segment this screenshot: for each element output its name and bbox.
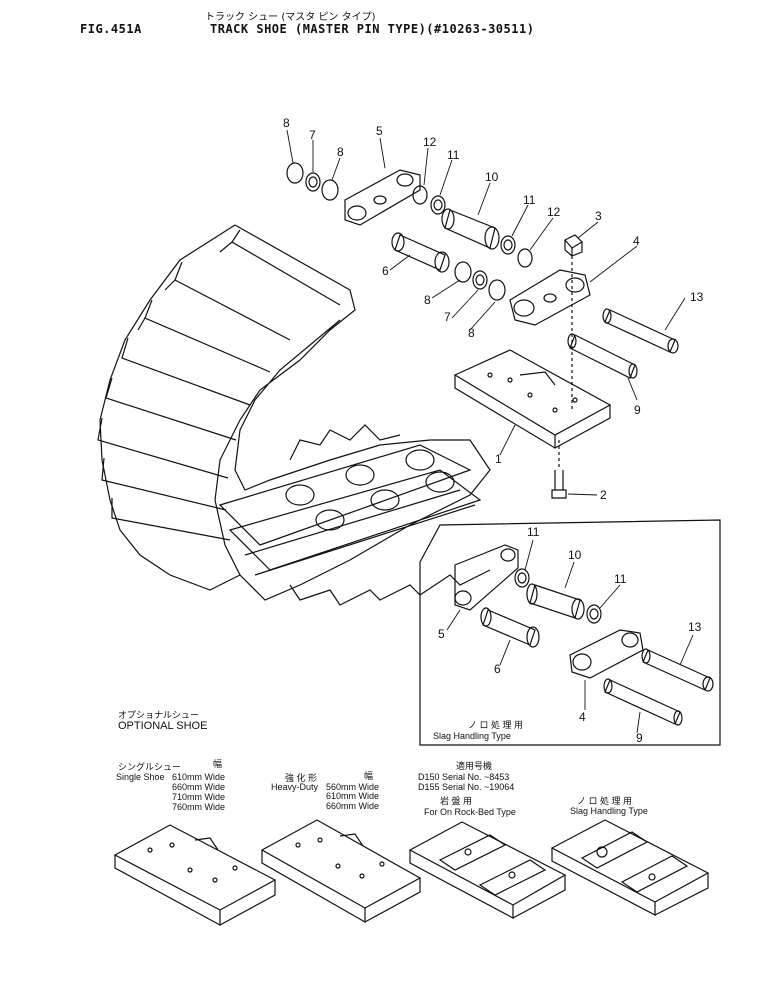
inset-callout-9: 9	[636, 731, 643, 745]
callout-5: 5	[376, 124, 383, 138]
callout-12b: 12	[547, 205, 561, 219]
single-shoe-kana: シングルシュー	[118, 762, 182, 772]
figure-number: FIG.451A	[80, 22, 142, 36]
rock-kana: 岩 盤 用	[440, 796, 473, 806]
title-kana: トラック シュー (マスタ ピン タイプ)	[205, 12, 376, 23]
optional-title: OPTIONAL SHOE	[118, 720, 208, 732]
optional-shoe-heavy	[260, 819, 422, 924]
inset-callout-11b: 11	[614, 572, 627, 586]
single-shoe-label: Single Shoe	[116, 772, 165, 782]
single-width-kana: 幅	[213, 759, 223, 769]
single-width-1: 610mm Wide	[172, 772, 226, 782]
single-width-4: 760mm Wide	[172, 802, 226, 812]
pin-part-9	[567, 333, 638, 379]
inset-callout-4: 4	[579, 710, 586, 724]
track-assembly-drawing	[97, 224, 491, 606]
optional-shoe-rock	[408, 821, 567, 920]
single-width-3: 710mm Wide	[172, 792, 226, 802]
heavy-width-1: 560mm Wide	[326, 782, 380, 792]
callout-3: 3	[595, 209, 602, 223]
callout-13: 13	[690, 290, 704, 304]
callout-8a: 8	[283, 116, 290, 130]
heavy-duty-label: Heavy-Duty	[271, 782, 319, 792]
link-part-4	[509, 269, 591, 326]
optional-shoe-single	[113, 824, 277, 927]
inset-callout-13: 13	[688, 620, 702, 634]
rock-serial-2: D155 Serial No. ~19064	[418, 782, 515, 792]
link-part-5	[344, 169, 421, 226]
optional-shoe-slag	[550, 819, 710, 916]
slag-label: Slag Handling Type	[570, 806, 648, 816]
page-title: TRACK SHOE (MASTER PIN TYPE)(#10263-3051…	[210, 22, 535, 36]
bushing-part-10	[441, 208, 500, 250]
inset-callout-5: 5	[438, 627, 445, 641]
callout-10: 10	[485, 170, 499, 184]
callout-8b: 8	[337, 145, 344, 159]
callout-7a: 7	[309, 128, 316, 142]
inset-leader-lines	[446, 539, 694, 734]
inset-caption: Slag Handling Type	[433, 731, 511, 741]
inset-caption-kana: ノ ロ 処 理 用	[468, 720, 524, 730]
inset-callout-11a: 11	[527, 525, 540, 539]
heavy-width-2: 610mm Wide	[326, 791, 380, 801]
bolt-part-2	[551, 440, 567, 499]
callout-8c: 8	[424, 293, 431, 307]
callout-9: 9	[634, 403, 641, 417]
slag-kana: ノ ロ 処 理 用	[577, 796, 633, 806]
leader-lines	[286, 129, 686, 496]
pin-part-13	[602, 308, 679, 354]
seal-rings	[286, 162, 533, 301]
callout-8d: 8	[468, 326, 475, 340]
callout-7b: 7	[444, 310, 451, 324]
inset-callout-6: 6	[494, 662, 501, 676]
inset-box	[419, 519, 721, 746]
shoe-part-1	[453, 349, 612, 450]
inset-callout-10: 10	[568, 548, 582, 562]
callout-12a: 12	[423, 135, 437, 149]
single-width-2: 660mm Wide	[172, 782, 226, 792]
optional-title-kana: オプショナルシュー	[118, 710, 200, 720]
rock-serial-kana: 適用号機	[456, 761, 493, 771]
heavy-duty-kana: 強 化 形	[285, 773, 318, 783]
nut-part-3	[564, 234, 583, 410]
rock-serial-1: D150 Serial No. ~8453	[418, 772, 510, 782]
callout-1: 1	[495, 452, 502, 466]
callout-2: 2	[600, 488, 607, 502]
inset-drawing	[454, 544, 714, 726]
callout-11b: 11	[523, 193, 536, 207]
callout-4: 4	[633, 234, 640, 248]
heavy-width-kana: 幅	[364, 771, 374, 781]
callout-6: 6	[382, 264, 389, 278]
rock-label: For On Rock-Bed Type	[424, 807, 516, 817]
callout-11a: 11	[447, 148, 460, 162]
bushing-part-6	[391, 232, 450, 273]
heavy-width-3: 660mm Wide	[326, 801, 380, 811]
